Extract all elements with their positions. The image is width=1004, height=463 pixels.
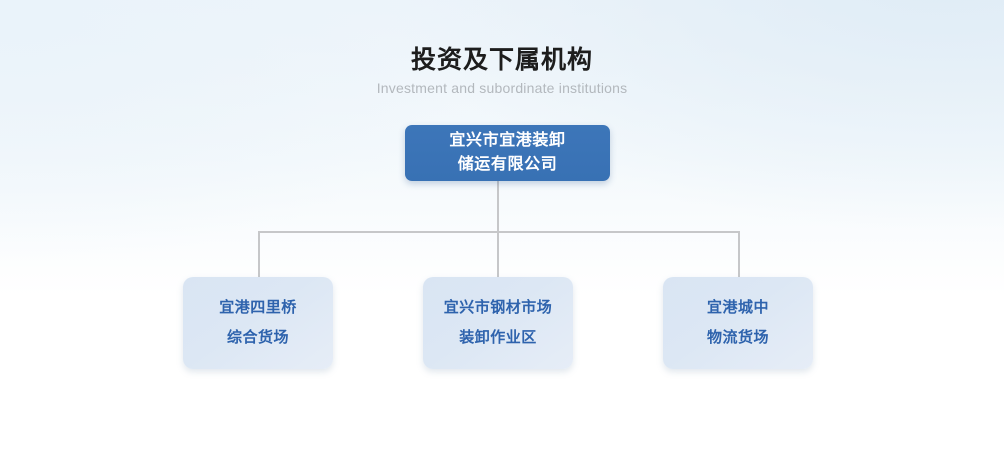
connector-drop-child-2 bbox=[497, 231, 499, 278]
connector-horizontal-bar bbox=[258, 231, 740, 233]
org-node-child-2[interactable]: 宜兴市钢材市场 装卸作业区 bbox=[423, 277, 573, 369]
org-node-root-line-1: 宜兴市宜港装卸 bbox=[449, 132, 566, 149]
page-title: 投资及下属机构 bbox=[410, 46, 593, 74]
page-subtitle: Investment and subordinate institutions bbox=[376, 80, 628, 96]
org-node-child-3-line-1: 宜港城中 bbox=[706, 299, 769, 316]
org-node-child-3[interactable]: 宜港城中 物流货场 bbox=[663, 277, 813, 369]
org-node-child-1[interactable]: 宜港四里桥 综合货场 bbox=[183, 277, 333, 369]
connector-drop-child-1 bbox=[258, 231, 260, 278]
org-node-root[interactable]: 宜兴市宜港装卸 储运有限公司 bbox=[405, 125, 610, 181]
org-node-child-2-line-2: 装卸作业区 bbox=[459, 329, 537, 346]
connector-drop-child-3 bbox=[738, 231, 740, 278]
connector-root-drop bbox=[497, 181, 499, 233]
org-node-child-1-line-2: 综合货场 bbox=[226, 329, 289, 346]
org-node-root-line-2: 储运有限公司 bbox=[457, 156, 558, 173]
org-node-child-3-line-2: 物流货场 bbox=[706, 329, 769, 346]
org-node-child-2-line-1: 宜兴市钢材市场 bbox=[443, 299, 553, 316]
org-node-child-1-line-1: 宜港四里桥 bbox=[219, 299, 297, 316]
page-heading: 投资及下属机构 Investment and subordinate insti… bbox=[0, 44, 1004, 97]
